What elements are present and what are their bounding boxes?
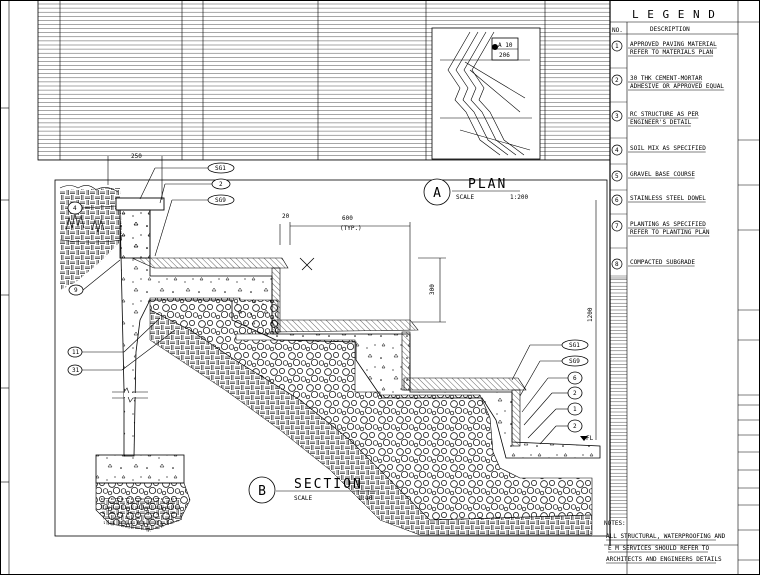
- plan-scale-value: 1:200: [510, 194, 528, 201]
- callout-tags: SG1 2 SG9 9 4 11: [67, 162, 589, 445]
- tag-sg1-right: SG1: [511, 339, 589, 381]
- svg-text:SG9: SG9: [215, 197, 226, 204]
- tag-2-top: 2: [159, 178, 231, 204]
- section-callout-letter: B: [258, 484, 266, 499]
- legend-title: L E G E N D: [632, 8, 716, 21]
- tag-6-right: 6: [521, 371, 583, 413]
- tag-4-left: 4: [67, 201, 117, 215]
- svg-text:9: 9: [74, 287, 78, 294]
- legend-item: 8 COMPACTED SUBGRADE: [610, 258, 695, 279]
- schedule-table: [37, 0, 611, 161]
- legend-number-circle: [611, 40, 623, 52]
- legend-number-circle: [611, 258, 623, 270]
- legend-number-circle: [611, 194, 623, 206]
- legend-number-circle: [611, 170, 623, 182]
- legend-item-text: COMPACTED SUBGRADE: [630, 259, 695, 266]
- legend-item: 6 STAINLESS STEEL DOWEL: [610, 194, 706, 215]
- svg-text:SG1: SG1: [569, 342, 580, 349]
- legend-item-number: 6: [615, 197, 619, 204]
- svg-text:31: 31: [72, 367, 80, 374]
- notes-line-2: E M SERVICES SHOULD REFER TO: [608, 545, 710, 552]
- legend-header-no: NO.: [612, 27, 623, 34]
- section-scale-label: SCALE: [294, 495, 312, 502]
- legend-item-text: STAINLESS STEEL DOWEL: [630, 195, 706, 202]
- svg-text:SG1: SG1: [215, 165, 226, 172]
- stair-section: FL: [59, 185, 601, 536]
- keyplan-tag-top: A 10: [498, 42, 513, 49]
- legend-number-circle: [611, 220, 623, 232]
- tag-31: 31: [67, 329, 176, 376]
- legend-item: 4 SOIL MIX AS SPECIFIED: [610, 144, 706, 165]
- notes-line-1: ALL STRUCTURAL, WATERPROOFING AND: [606, 533, 726, 540]
- svg-text:2: 2: [573, 390, 577, 397]
- svg-text:1: 1: [573, 406, 577, 413]
- tag-2-right: 2: [523, 386, 583, 426]
- notes-line-3: ARCHITECTS AND ENGINEERS DETAILS: [606, 556, 722, 563]
- legend-number-circle: [611, 74, 623, 86]
- fl-level-mark: FL: [586, 435, 594, 442]
- plan-callout-letter: A: [433, 186, 441, 201]
- notes-block: NOTES: ALL STRUCTURAL, WATERPROOFING AND…: [604, 520, 738, 564]
- legend-item-number: 4: [615, 147, 619, 154]
- dimensions: 250 600 (TYP.) 20 300 1200: [107, 153, 597, 440]
- legend-item-number: 2: [615, 77, 619, 84]
- legend-item-text: GRAVEL BASE COURSE: [630, 171, 695, 178]
- legend-panel: L E G E N D NO. DESCRIPTION 1 APPROVED PA…: [609, 0, 760, 575]
- legend-header-desc: DESCRIPTION: [650, 26, 690, 33]
- svg-text:4: 4: [73, 205, 77, 212]
- left-margin-ticks: [0, 107, 9, 483]
- dim-300: 300: [429, 284, 436, 295]
- svg-text:2: 2: [219, 181, 223, 188]
- svg-text:11: 11: [72, 349, 80, 356]
- svg-text:6: 6: [573, 375, 577, 382]
- tag-2-lower: 2: [539, 419, 583, 445]
- legend-item-number: 8: [615, 261, 619, 268]
- dim-20: 20: [282, 213, 290, 220]
- tag-11: 11: [67, 317, 161, 358]
- plan-callout: A PLAN SCALE 1:200: [423, 177, 528, 206]
- plan-callout-title: PLAN: [468, 177, 507, 192]
- key-plan: A 10 206: [431, 27, 541, 160]
- legend-item-number: 7: [615, 223, 619, 230]
- legend-number-circle: [611, 144, 623, 156]
- plan-scale-label: SCALE: [456, 194, 474, 201]
- legend-item-number: 5: [615, 173, 619, 180]
- dim-1200: 1200: [587, 307, 594, 322]
- tag-sg9-right: SG9: [519, 355, 589, 397]
- detail-frame: [54, 179, 608, 537]
- tag-1-right: 1: [527, 402, 583, 439]
- dim-600: 600: [342, 215, 353, 222]
- svg-text:2: 2: [573, 423, 577, 430]
- legend-item-text: SOIL MIX AS SPECIFIED: [630, 145, 706, 152]
- keyplan-tag-bottom: 206: [499, 52, 510, 59]
- legend-number-circle: [611, 110, 623, 122]
- svg-text:SG9: SG9: [569, 358, 580, 365]
- tag-sg9-top: SG9: [154, 194, 235, 257]
- tag-sg1-top: SG1: [139, 162, 235, 200]
- dim-typ: (TYP.): [340, 225, 362, 232]
- notes-label: NOTES:: [604, 520, 626, 527]
- legend-item: 5 GRAVEL BASE COURSE: [610, 170, 695, 191]
- legend-item-number: 3: [615, 113, 619, 120]
- legend-item-number: 1: [615, 43, 619, 50]
- dim-250: 250: [131, 153, 142, 160]
- tag-9: 9: [68, 259, 121, 296]
